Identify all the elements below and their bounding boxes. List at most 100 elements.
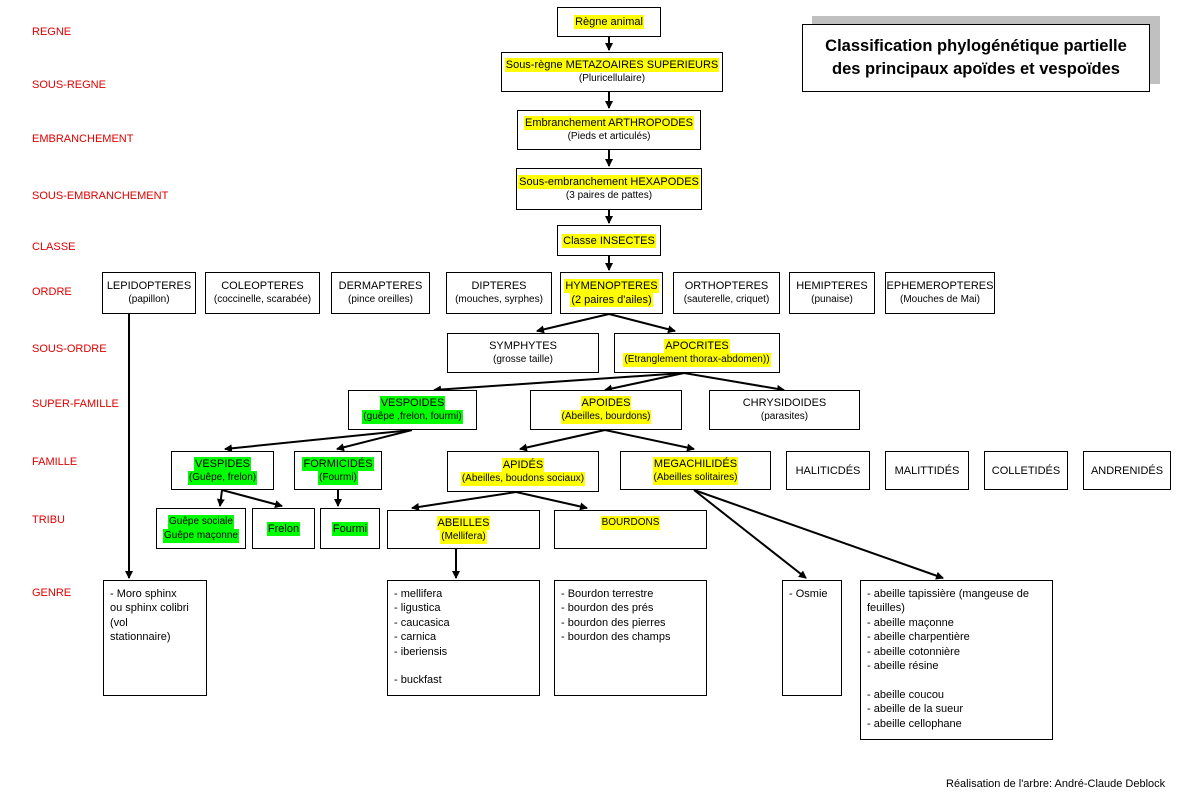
list-item: - mellifera xyxy=(394,588,443,600)
title-line-1: Classification phylogénétique partielle xyxy=(825,37,1127,55)
rank-genre: GENRE xyxy=(32,587,72,599)
edge-megachilides-osmie xyxy=(693,489,807,579)
node-sub: (sauterelle, criquet) xyxy=(683,294,770,305)
node-label: HALITICDÉS xyxy=(795,464,861,477)
rank-tribu: TRIBU xyxy=(32,514,65,526)
node-arthropodes: Embranchement ARTHROPODES (Pieds et arti… xyxy=(517,110,701,150)
node-label: DIPTERES xyxy=(471,280,527,292)
list-item: - abeille tapissière (mangeuse de xyxy=(867,588,1030,600)
list-item: - abeille de la sueur xyxy=(867,703,964,716)
node-vespides: VESPIDES (Guêpe, frelon) xyxy=(171,451,274,490)
node-label: COLLETIDÉS xyxy=(991,464,1061,477)
list-item: - iberiensis xyxy=(394,645,448,658)
rank-sous-ordre: SOUS-ORDRE xyxy=(32,343,107,355)
node-sub: (Abeilles, boudons sociaux) xyxy=(460,471,586,486)
edge-apoides-apides xyxy=(519,429,606,452)
list-item: - Osmie xyxy=(789,588,828,600)
rank-ordre: ORDRE xyxy=(32,286,72,298)
edge-apocrites-vespoides xyxy=(433,372,685,394)
node-label: FORMICIDÉS xyxy=(302,456,374,471)
node-hymenopteres: HYMENOPTERES (2 paires d'ailes) xyxy=(560,272,663,314)
list-item: - Bourdon terrestre xyxy=(561,588,654,600)
node-label: DERMAPTERES xyxy=(338,280,423,292)
node-sub: (Abeilles, bourdons) xyxy=(560,410,652,424)
node-sub: (Guêpe, frelon) xyxy=(187,470,258,485)
node-megachilides: MEGACHILIDÉS (Abeilles solitaires) xyxy=(620,451,771,490)
node-andrenides: ANDRENIDÉS xyxy=(1083,451,1171,490)
node-malittides: MALITTIDÉS xyxy=(885,451,969,490)
list-item: - Moro sphinx xyxy=(110,588,177,600)
node-sub: (grosse taille) xyxy=(492,354,554,365)
node-sub: (parasites) xyxy=(760,411,809,422)
node-label: APIDÉS xyxy=(501,457,545,472)
title-line-2: des principaux apoïdes et vespoïdes xyxy=(832,60,1120,78)
list-item: - bourdon des prés xyxy=(561,602,654,615)
node-frelon: Frelon xyxy=(252,508,315,549)
list-item: - abeille cellophane xyxy=(867,717,962,730)
node-apides: APIDÉS (Abeilles, boudons sociaux) xyxy=(447,451,599,492)
node-label: ANDRENIDÉS xyxy=(1090,464,1164,477)
node-sub: Guêpe maçonne xyxy=(163,528,239,543)
node-sub: (2 paires d'ailes) xyxy=(570,293,653,307)
node-symphytes: SYMPHYTES (grosse taille) xyxy=(447,333,599,373)
node-label: Sous-embranchement HEXAPODES xyxy=(518,175,700,189)
list-item: - bourdon des pierres xyxy=(561,616,666,629)
node-label: VESPOIDES xyxy=(379,396,446,410)
list-item: - abeille résine xyxy=(867,660,939,673)
list-item: - ligustica xyxy=(394,602,441,615)
node-sub: (Abeilles solitaires) xyxy=(652,470,739,485)
list-item: feuilles) xyxy=(867,602,905,615)
node-label: APOIDES xyxy=(580,396,632,410)
credit-text: Réalisation de l'arbre: André-Claude Deb… xyxy=(946,778,1166,790)
node-sub: (3 paires de pattes) xyxy=(565,190,653,201)
node-formicides: FORMICIDÉS (Fourmi) xyxy=(294,451,382,490)
node-sub: (coccinelle, scarabée) xyxy=(213,294,312,305)
edge-apides-abeilles xyxy=(411,491,517,511)
node-dermapteres: DERMAPTERES (pince oreilles) xyxy=(331,272,430,314)
node-orthopteres: ORTHOPTERES (sauterelle, criquet) xyxy=(673,272,780,314)
edge-vespoides-formicides xyxy=(336,429,413,452)
node-metazoaires: Sous-règne METAZOAIRES SUPERIEURS (Pluri… xyxy=(501,52,723,92)
list-item: - abeille coucou xyxy=(867,688,945,701)
list-item: - abeille charpentière xyxy=(867,631,970,644)
rank-sous-embranchement: SOUS-EMBRANCHEMENT xyxy=(32,190,169,202)
genre-sphinx: - Moro sphinx ou sphinx colibri (vol sta… xyxy=(103,580,207,696)
node-chrysidoides: CHRYSIDOIDES (parasites) xyxy=(709,390,860,430)
node-label: MEGACHILIDÉS xyxy=(652,456,739,471)
rank-super-famille: SUPER-FAMILLE xyxy=(32,398,119,410)
node-vespoides: VESPOIDES (guêpe ,frelon, fourmi) xyxy=(348,390,477,430)
node-sub: (pince oreilles) xyxy=(347,294,414,305)
node-sub: (Fourmi) xyxy=(318,470,358,485)
node-ephemeropteres: EPHEMEROPTERES (Mouches de Mai) xyxy=(885,272,995,314)
node-sub: (mouches, syrphes) xyxy=(455,294,543,305)
node-apoides: APOIDES (Abeilles, bourdons) xyxy=(530,390,682,430)
rank-embranchement: EMBRANCHEMENT xyxy=(32,133,134,145)
node-insectes: Classe INSECTES xyxy=(557,225,661,256)
rank-classe: CLASSE xyxy=(32,241,76,253)
node-label: Règne animal xyxy=(574,15,644,29)
rank-sous-regne: SOUS-REGNE xyxy=(32,79,106,91)
node-fourmi: Fourmi xyxy=(320,508,380,549)
node-label: MALITTIDÉS xyxy=(894,464,960,477)
rank-famille: FAMILLE xyxy=(32,456,78,468)
node-label: Sous-règne METAZOAIRES SUPERIEURS xyxy=(504,58,720,72)
list-item: - abeille maçonne xyxy=(867,616,954,629)
list-item xyxy=(867,673,1046,687)
genre-bourdon: - Bourdon terrestre - bourdon des prés -… xyxy=(554,580,707,696)
node-sub: (guêpe ,frelon, fourmi) xyxy=(362,410,463,424)
node-label: ABEILLES xyxy=(436,515,491,530)
node-sub: (Pieds et articulés) xyxy=(567,131,651,142)
list-item: ou sphinx colibri xyxy=(110,602,189,615)
node-sub: (papillon) xyxy=(128,294,170,305)
node-sub: (Etranglement thorax-abdomen)) xyxy=(623,353,771,367)
genre-mellifera: - mellifera - ligustica - caucasica - ca… xyxy=(387,580,540,696)
diagram-title: Classification phylogénétique partielle … xyxy=(802,24,1150,92)
node-label: Classe INSECTES xyxy=(562,233,656,248)
node-sub: (Mellifera) xyxy=(440,529,487,544)
genre-osmie: - Osmie xyxy=(782,580,842,696)
node-coleopteres: COLEOPTERES (coccinelle, scarabée) xyxy=(205,272,320,314)
node-colletides: COLLETIDÉS xyxy=(984,451,1068,490)
node-label: Embranchement ARTHROPODES xyxy=(524,116,694,130)
node-lepidopteres: LEPIDOPTERES (papillon) xyxy=(102,272,196,314)
